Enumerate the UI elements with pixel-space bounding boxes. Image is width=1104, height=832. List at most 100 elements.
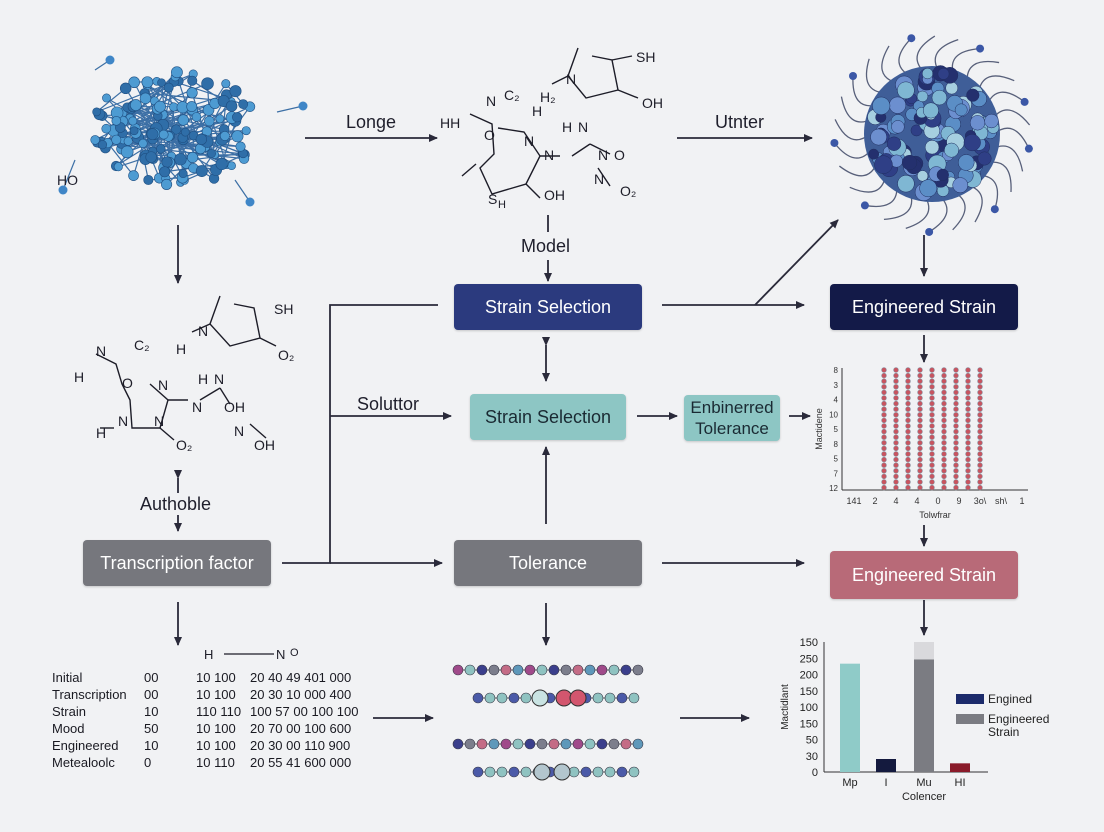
scatter-point bbox=[881, 445, 887, 452]
scatter-point bbox=[917, 462, 923, 468]
scatter-point bbox=[905, 468, 911, 474]
bar-y-tick: 30 bbox=[806, 751, 818, 763]
scatter-point bbox=[893, 400, 899, 407]
scatter-point bbox=[941, 451, 947, 457]
bead bbox=[616, 692, 628, 704]
bead bbox=[584, 738, 596, 750]
scatter-point bbox=[893, 395, 899, 401]
scatter-point bbox=[905, 440, 911, 446]
svg-text:N: N bbox=[154, 413, 164, 429]
nanoparticle-body bbox=[830, 34, 1033, 236]
scatter-point bbox=[953, 473, 959, 480]
bead bbox=[572, 738, 584, 750]
scatter-point bbox=[905, 479, 911, 485]
scatter-point bbox=[881, 468, 887, 474]
scatter-point bbox=[941, 389, 947, 396]
scatter-point bbox=[905, 389, 911, 396]
svg-text:OH: OH bbox=[254, 437, 275, 453]
table-cell-b: 10 110 bbox=[196, 755, 235, 770]
bead bbox=[512, 738, 524, 750]
scatter-y-tick: 12 bbox=[829, 484, 838, 493]
scatter-point bbox=[941, 367, 947, 373]
scatter-point bbox=[929, 372, 935, 379]
scatter-point bbox=[893, 378, 899, 384]
scatter-x-tick: 4 bbox=[914, 496, 919, 506]
bead bbox=[560, 738, 572, 750]
scatter-point bbox=[917, 412, 923, 418]
table-cell-a: 50 bbox=[144, 721, 159, 736]
bead bbox=[476, 664, 488, 676]
scatter-point bbox=[941, 456, 947, 463]
scatter-axes bbox=[841, 368, 1028, 491]
scatter-point bbox=[941, 440, 947, 446]
scatter-point bbox=[905, 395, 911, 401]
table-cell-c: 20 30 10 000 400 bbox=[250, 687, 352, 702]
scatter-point bbox=[965, 389, 971, 396]
scatter-y-tick: 4 bbox=[834, 396, 839, 405]
scatter-point bbox=[941, 445, 947, 452]
scatter-point bbox=[965, 367, 971, 373]
svg-text:O: O bbox=[484, 127, 495, 143]
scatter-point bbox=[977, 456, 983, 463]
svg-text:H: H bbox=[562, 119, 572, 135]
bead bbox=[524, 664, 536, 676]
scatter-point bbox=[881, 372, 887, 379]
scatter-point bbox=[929, 473, 935, 480]
scatter-point bbox=[917, 406, 923, 412]
scatter-point bbox=[905, 412, 911, 418]
scatter-point bbox=[977, 384, 983, 390]
scatter-point bbox=[893, 372, 899, 379]
scatter-point bbox=[893, 456, 899, 463]
bar-y-label: Mactidlant bbox=[780, 684, 791, 730]
scatter-point bbox=[941, 417, 947, 424]
scatter-point bbox=[953, 484, 959, 491]
scatter-point bbox=[977, 440, 983, 446]
strain-selection-mid-box[interactable]: Strain Selection bbox=[470, 394, 626, 440]
svg-text:OH: OH bbox=[224, 399, 245, 415]
engineered-strain-top-box[interactable]: Engineered Strain bbox=[830, 284, 1018, 330]
engineered-tolerance-box[interactable]: Enbinerred Tolerance bbox=[684, 395, 780, 441]
bar-category-label: I bbox=[884, 777, 887, 789]
svg-text:SH: SH bbox=[636, 49, 655, 65]
bead bbox=[604, 692, 616, 704]
scatter-point bbox=[929, 468, 935, 474]
bead bbox=[628, 692, 640, 704]
scatter-point bbox=[881, 440, 887, 446]
scatter-x-tick: 9 bbox=[956, 496, 961, 506]
table-header-atom-n: N bbox=[276, 647, 285, 662]
label-utnter: Utnter bbox=[715, 112, 765, 132]
strain-selection-top-box[interactable]: Strain Selection bbox=[454, 284, 642, 330]
scatter-point bbox=[977, 484, 983, 491]
scatter-point bbox=[917, 484, 923, 491]
scatter-point bbox=[881, 400, 887, 407]
scatter-point bbox=[917, 378, 923, 384]
svg-text:N: N bbox=[566, 71, 576, 87]
scatter-point bbox=[941, 434, 947, 440]
svg-text:N: N bbox=[524, 133, 534, 149]
bead bbox=[496, 692, 508, 704]
tolerance-box[interactable]: Tolerance bbox=[454, 540, 642, 586]
bead bbox=[512, 664, 524, 676]
scatter-point bbox=[977, 451, 983, 457]
scatter-point bbox=[893, 389, 899, 396]
engineered-strain-bottom-box[interactable]: Engineered Strain bbox=[830, 551, 1018, 599]
svg-text:O: O bbox=[122, 375, 133, 391]
scatter-point bbox=[917, 384, 923, 390]
scatter-y-label: Mactidene bbox=[814, 408, 824, 450]
bar-cap bbox=[914, 642, 934, 660]
svg-text:N: N bbox=[486, 93, 496, 109]
scatter-point bbox=[929, 395, 935, 401]
scatter-point bbox=[977, 423, 983, 429]
svg-text:SH: SH bbox=[274, 301, 293, 317]
transcription-factor-box[interactable]: Transcription factor bbox=[83, 540, 271, 586]
table-cell-b: 110 110 bbox=[196, 704, 242, 719]
scatter-point bbox=[905, 378, 911, 384]
scatter-point bbox=[905, 428, 911, 435]
scatter-point bbox=[965, 384, 971, 390]
scatter-point bbox=[929, 440, 935, 446]
scatter-point bbox=[917, 395, 923, 401]
scatter-point bbox=[881, 428, 887, 435]
scatter-point bbox=[941, 395, 947, 401]
